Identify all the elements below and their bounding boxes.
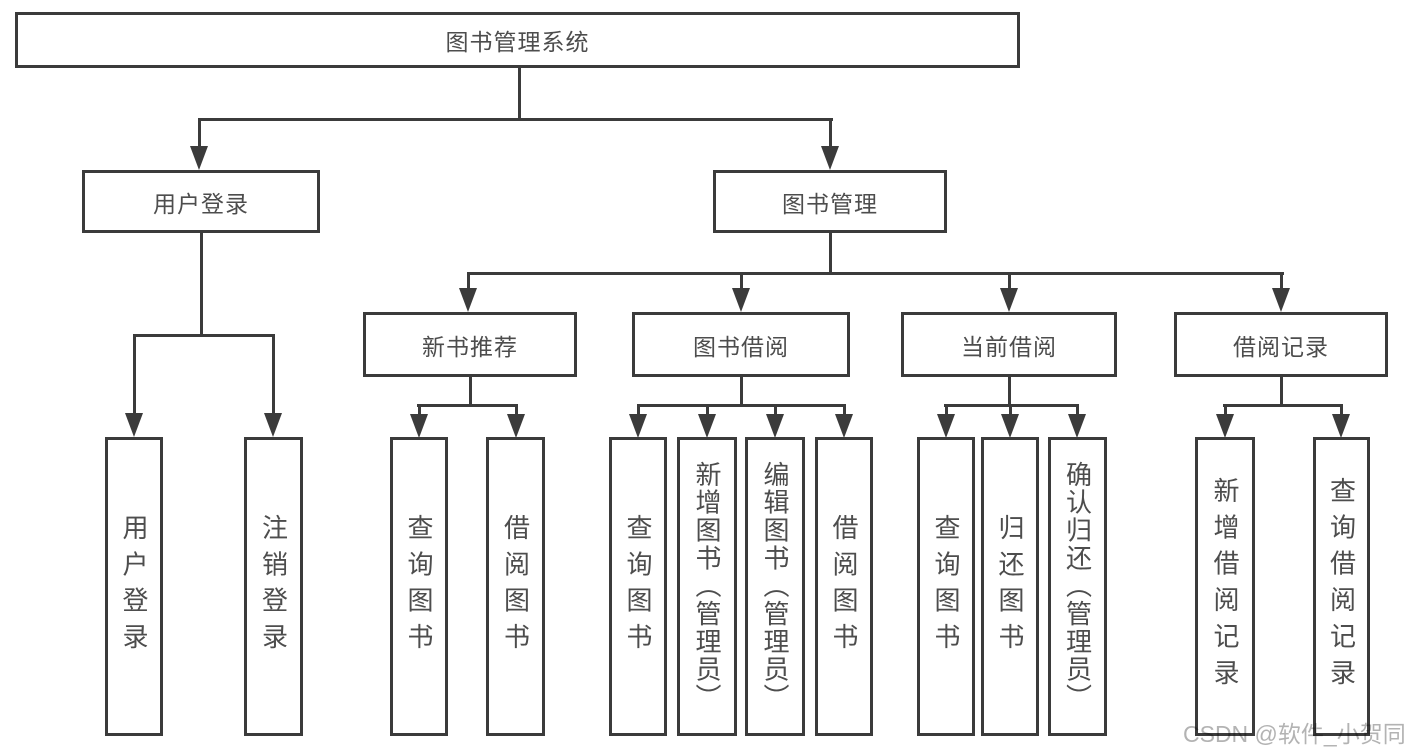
connector-line (200, 233, 203, 335)
arrow-down-icon (835, 414, 853, 438)
arrow-down-icon (125, 413, 143, 437)
connector-line (637, 404, 846, 407)
leaf-edit-books-admin: 编辑图书（管理员） (745, 437, 805, 736)
node-label: 查询图书 (404, 513, 434, 660)
arrow-down-icon (1068, 414, 1086, 438)
node-label: 确认归还（管理员） (1062, 461, 1093, 712)
connector-line (1280, 275, 1283, 290)
node-label: 查询图书 (623, 513, 653, 660)
arrow-down-icon (410, 414, 428, 438)
leaf-query-books-current: 查询图书 (917, 437, 975, 736)
leaf-query-books-borrowing: 查询图书 (609, 437, 667, 736)
leaf-return-books: 归还图书 (981, 437, 1039, 736)
node-label: 图书管理系统 (445, 29, 590, 55)
node-label: 用户登录 (119, 513, 149, 660)
node-label: 注销登录 (258, 513, 289, 660)
connector-line (417, 404, 518, 407)
connector-line (469, 377, 472, 407)
arrow-down-icon (190, 146, 208, 170)
connector-line (740, 377, 743, 407)
arrow-down-icon (698, 414, 716, 438)
connector-line (706, 404, 709, 416)
arrow-down-icon (937, 414, 955, 438)
node-label: 当前借阅 (961, 333, 1057, 360)
connector-line (945, 404, 948, 416)
connector-line (418, 404, 421, 416)
arrow-down-icon (821, 146, 839, 170)
connector-line (637, 404, 640, 416)
arrow-down-icon (1216, 414, 1234, 438)
node-label: 归还图书 (995, 513, 1025, 660)
node-label: 查询图书 (931, 513, 961, 660)
node-label: 新书推荐 (422, 333, 518, 360)
connector-line (467, 275, 470, 290)
node-new-book-recommendation: 新书推荐 (363, 312, 577, 377)
connector-line (1008, 275, 1011, 290)
connector-line (133, 337, 136, 415)
connector-line (133, 334, 275, 337)
node-label: 新增借阅记录 (1210, 477, 1240, 696)
connector-line (774, 404, 777, 416)
node-current-borrowing: 当前借阅 (901, 312, 1117, 377)
watermark: CSDN @软件_小贺同学 (1183, 721, 1405, 747)
connector-line (1009, 404, 1012, 416)
connector-line (1340, 404, 1343, 416)
leaf-add-books-admin: 新增图书（管理员） (677, 437, 737, 736)
node-label: 借阅图书 (500, 513, 531, 660)
connector-line (515, 404, 518, 416)
arrow-down-icon (766, 414, 784, 438)
arrow-down-icon (1272, 288, 1290, 312)
connector-line (198, 118, 833, 121)
arrow-down-icon (507, 414, 525, 438)
arrow-down-icon (732, 288, 750, 312)
connector-line (467, 272, 1284, 275)
arrow-down-icon (459, 288, 477, 312)
leaf-borrow-books-borrowing: 借阅图书 (815, 437, 873, 736)
arrow-down-icon (1000, 288, 1018, 312)
node-borrowing-records: 借阅记录 (1174, 312, 1388, 377)
arrow-down-icon (1332, 414, 1350, 438)
leaf-borrow-books-recommend: 借阅图书 (486, 437, 545, 736)
node-label: 新增图书（管理员） (692, 461, 722, 712)
leaf-add-borrow-record: 新增借阅记录 (1195, 437, 1255, 736)
leaf-user-login: 用户登录 (105, 437, 163, 736)
node-book-management: 图书管理 (713, 170, 947, 233)
leaf-query-borrow-record: 查询借阅记录 (1313, 437, 1370, 736)
connector-line (1076, 404, 1079, 416)
node-library-management-system: 图书管理系统 (15, 12, 1020, 68)
leaf-query-books-recommend: 查询图书 (390, 437, 448, 736)
connector-line (1008, 377, 1011, 407)
connector-line (829, 233, 832, 274)
connector-line (1224, 404, 1227, 416)
connector-line (843, 404, 846, 416)
connector-line (198, 121, 201, 149)
node-label: 图书管理 (782, 190, 878, 217)
connector-line (272, 337, 275, 415)
connector-line (518, 68, 521, 120)
arrow-down-icon (629, 414, 647, 438)
connector-line (740, 275, 743, 290)
connector-line (1223, 404, 1343, 407)
node-label: 编辑图书（管理员） (760, 461, 790, 712)
node-user-login: 用户登录 (82, 170, 320, 233)
node-label: 查询借阅记录 (1326, 477, 1357, 696)
node-label: 借阅记录 (1233, 333, 1329, 360)
leaf-confirm-return-admin: 确认归还（管理员） (1048, 437, 1107, 736)
connector-line (829, 121, 832, 149)
arrow-down-icon (1001, 414, 1019, 438)
node-label: 图书借阅 (693, 333, 789, 360)
leaf-logout: 注销登录 (244, 437, 303, 736)
connector-line (1280, 377, 1283, 407)
node-book-borrowing: 图书借阅 (632, 312, 850, 377)
node-label: 借阅图书 (829, 513, 859, 660)
node-label: 用户登录 (153, 190, 249, 217)
arrow-down-icon (264, 413, 282, 437)
